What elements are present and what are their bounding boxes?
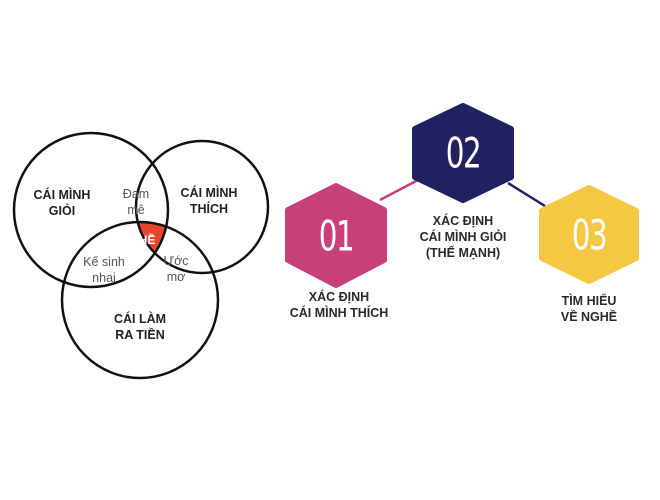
- step-caption-03: TÌM HIỂU VỀ NGHỀ: [561, 293, 617, 325]
- label-line: THÍCH: [189, 202, 229, 216]
- label-line: mê: [127, 203, 145, 217]
- caption-line: VỀ NGHỀ: [560, 310, 618, 324]
- overlap-label-left: Kế sinh nhai: [83, 254, 125, 286]
- caption-line: TÌM HIỂU: [561, 294, 617, 308]
- hexagon-01: [285, 183, 387, 288]
- label-line: RA TIỀN: [115, 328, 165, 342]
- label-line: Ước: [163, 254, 189, 268]
- label-line: nhai: [92, 271, 116, 285]
- label-line: CÁI MÌNH: [33, 188, 91, 202]
- connector-01-02: [379, 178, 419, 202]
- venn-label-left: CÁI MÌNH GIỎI: [34, 187, 91, 219]
- caption-line: CÁI MÌNH GIỎI: [419, 230, 507, 244]
- step-number-01: 01: [318, 211, 355, 261]
- label-line: mơ: [166, 270, 186, 284]
- caption-line: XÁC ĐỊNH: [308, 290, 370, 304]
- venn-label-bottom: CÁI LÀM RA TIỀN: [114, 311, 166, 343]
- label-line: GIỎI: [48, 204, 76, 218]
- venn-label-right: CÁI MÌNH THÍCH: [181, 185, 238, 217]
- step-caption-01: XÁC ĐỊNH CÁI MÌNH THÍCH: [290, 289, 389, 321]
- label-line: Đam: [122, 187, 150, 201]
- label-line: CÁI LÀM: [113, 312, 167, 326]
- label-line: CÁI MÌNH: [180, 186, 238, 200]
- label-line: Kế sinh: [83, 255, 125, 269]
- overlap-label-right: Ước mơ: [163, 253, 188, 285]
- step-number-03: 03: [571, 210, 608, 260]
- hexagon-02: [412, 103, 514, 203]
- venn-circle-right: [134, 139, 270, 275]
- overlap-label-top: Đam mê: [123, 186, 149, 218]
- center-label: NGHỀ: [120, 233, 156, 247]
- caption-line: XÁC ĐỊNH: [432, 214, 494, 228]
- step-caption-02: XÁC ĐỊNH CÁI MÌNH GIỎI (THẾ MẠNH): [420, 213, 507, 261]
- hexagon-03: [539, 185, 639, 284]
- venn-circle-left: [12, 131, 170, 289]
- connector-02-03: [507, 181, 546, 208]
- caption-line: (THẾ MẠNH): [425, 246, 501, 260]
- venn-circle-bottom: [60, 220, 220, 380]
- caption-line: CÁI MÌNH THÍCH: [289, 306, 389, 320]
- step-number-02: 02: [445, 128, 482, 178]
